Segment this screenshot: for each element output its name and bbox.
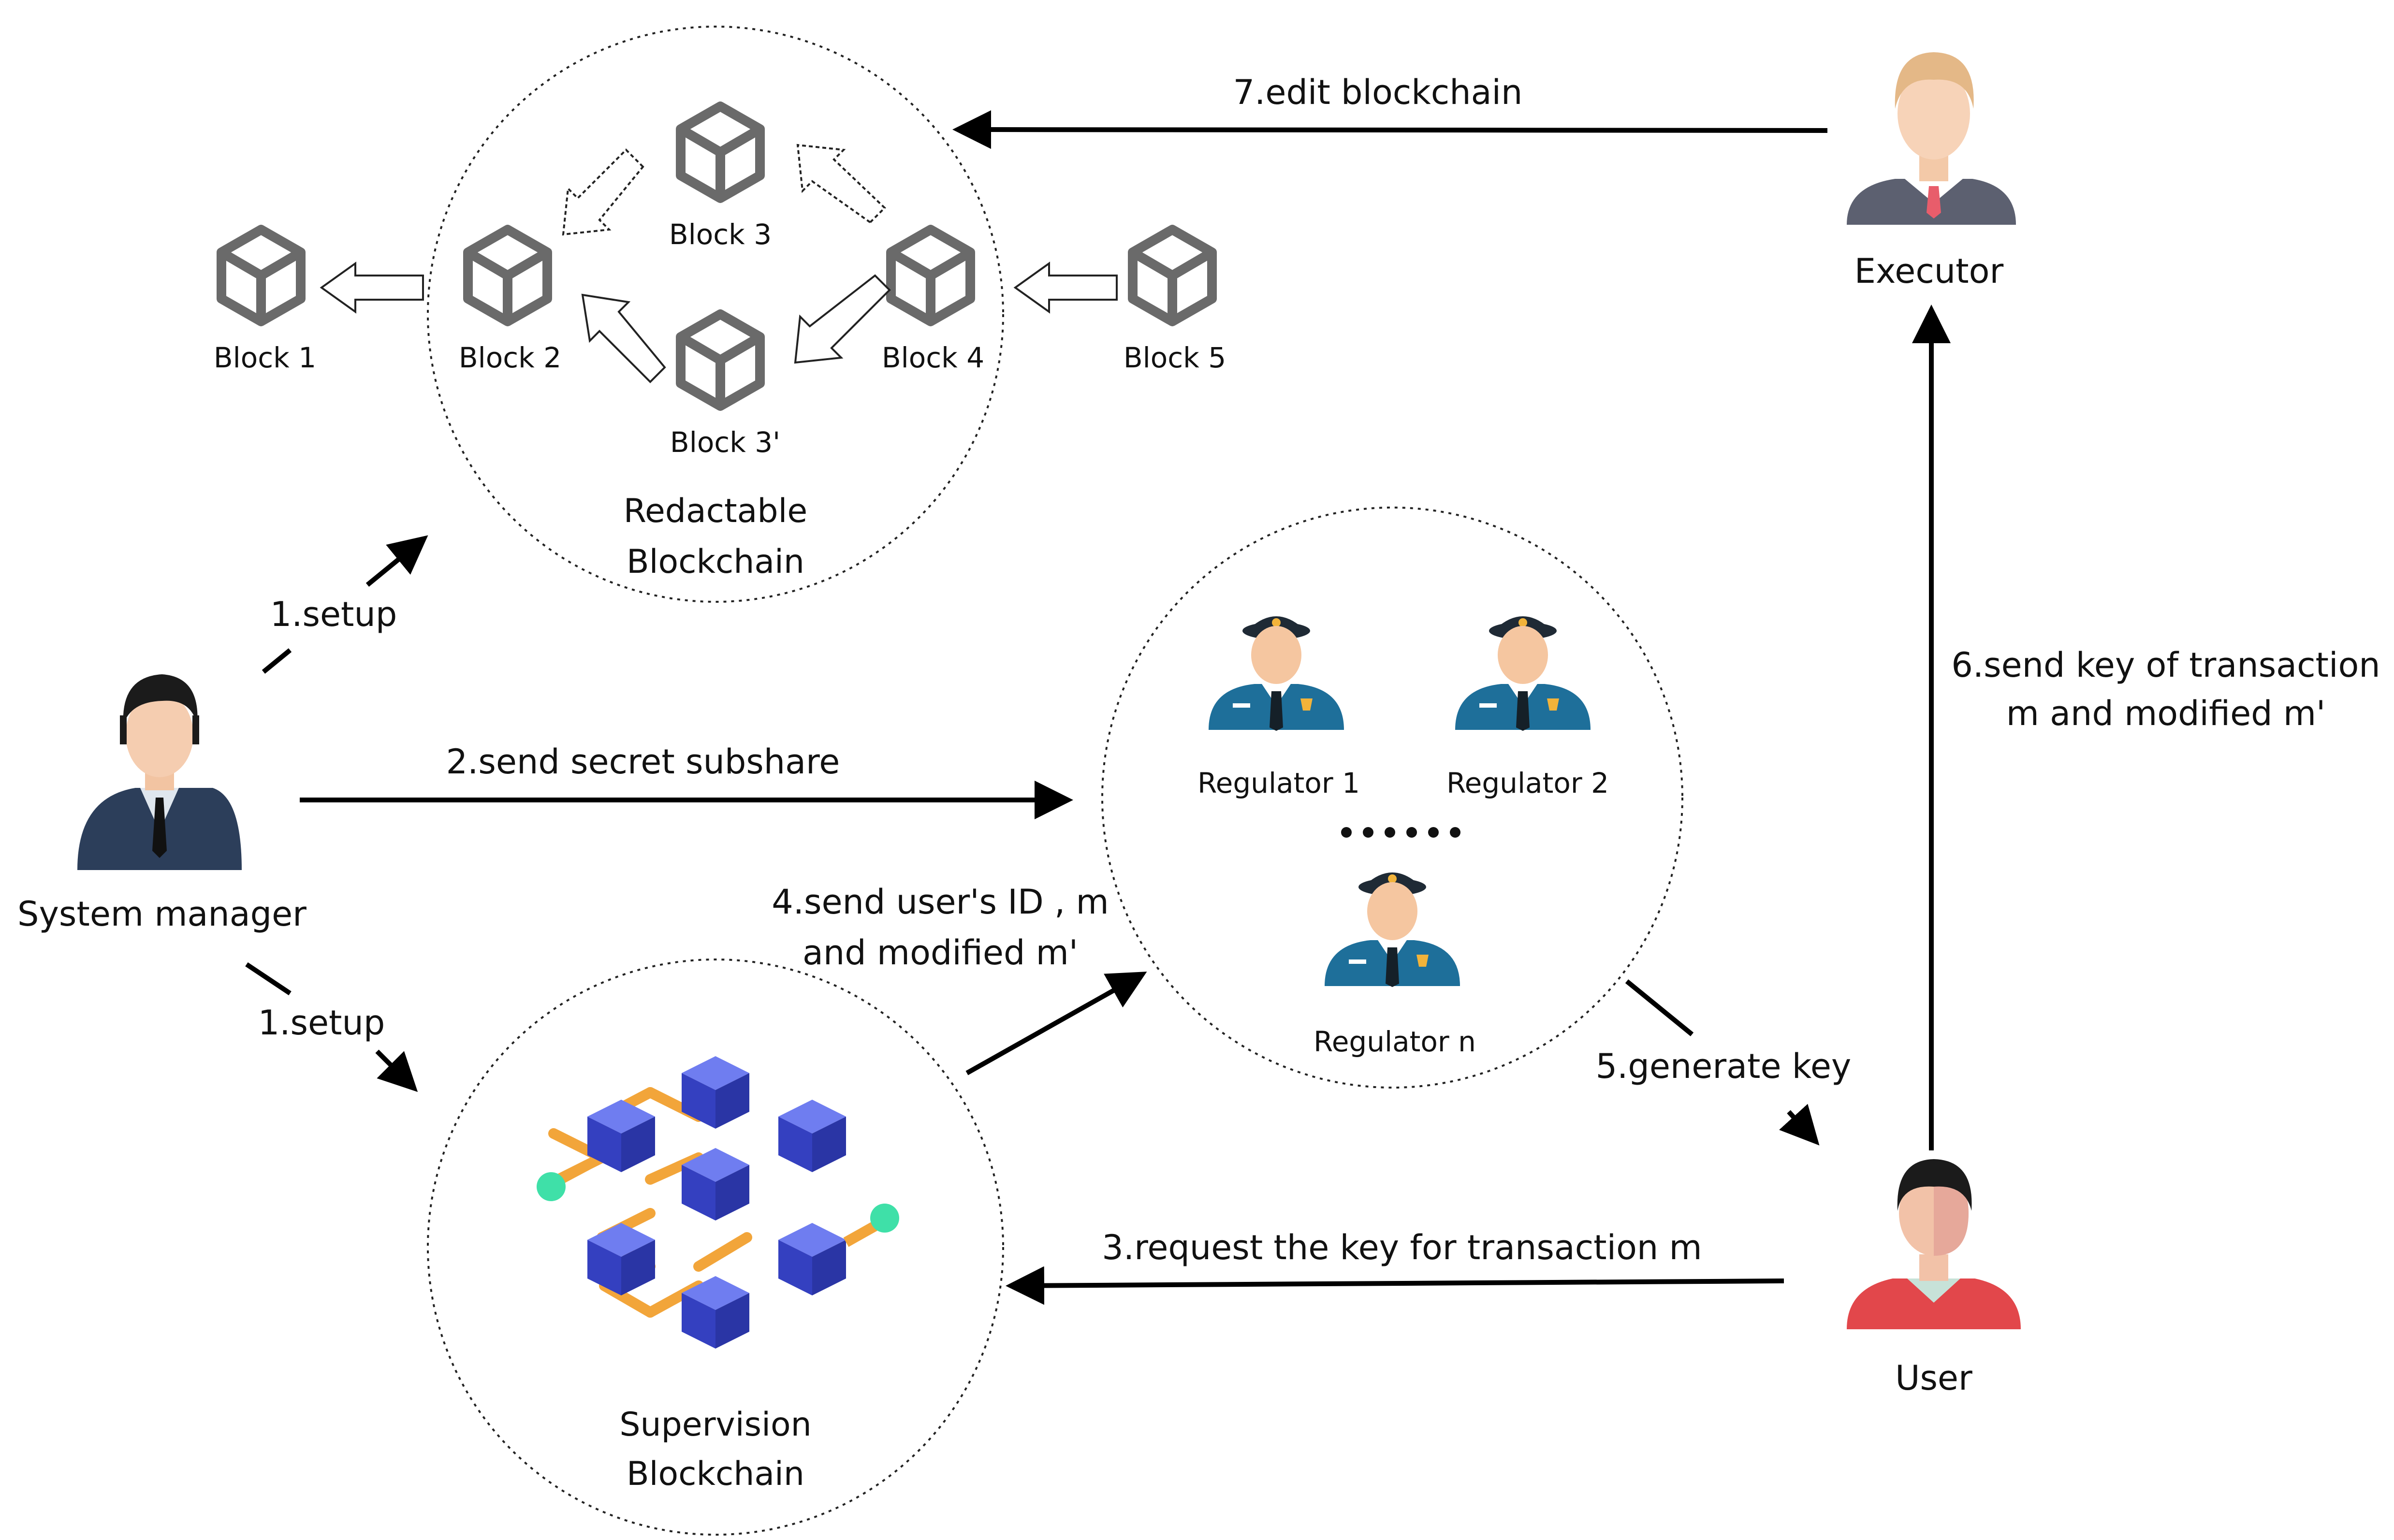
block-2-icon xyxy=(468,230,547,321)
regulators-circle xyxy=(1101,507,1683,1089)
block-1-icon xyxy=(221,230,301,321)
user-icon xyxy=(1847,1159,2021,1329)
arrow-generate-key-head xyxy=(1779,1104,1820,1146)
step-3-label: 3.request the key for transaction m xyxy=(1102,1228,1702,1267)
step-5-label: 5.generate key xyxy=(1596,1046,1852,1086)
hollow-arrow-block4-to-block3 xyxy=(796,144,886,224)
step-1-top-label: 1.setup xyxy=(270,595,397,634)
block-3-label: Block 3 xyxy=(669,218,772,251)
step-6-label-2: m and modified m' xyxy=(2006,694,2326,733)
user-label: User xyxy=(1895,1358,1972,1398)
regulator-n-label: Regulator n xyxy=(1314,1025,1476,1058)
user-actor: User xyxy=(1847,1159,2021,1398)
supervision-circle xyxy=(427,959,1004,1536)
block-5-label: Block 5 xyxy=(1124,341,1226,374)
redactable-circle xyxy=(427,26,1004,603)
executor-label: Executor xyxy=(1854,251,2004,291)
executor-actor: Executor xyxy=(1847,52,2016,291)
arrow-setup-bottom-tail xyxy=(245,962,292,996)
block-1-label: Block 1 xyxy=(214,341,316,374)
supervision-title-2: Blockchain xyxy=(627,1455,804,1493)
arrow-send-user-id xyxy=(965,972,1147,1075)
supervision-network-icon xyxy=(537,1056,899,1349)
supervision-blockchain-group: Supervision Blockchain xyxy=(427,959,1004,1536)
hollow-arrow-block3-to-block2 xyxy=(562,148,644,236)
arrow-setup-top-head xyxy=(365,535,428,587)
regulator-1-label: Regulator 1 xyxy=(1197,767,1360,799)
executor-icon xyxy=(1847,52,2016,225)
block-3-icon xyxy=(681,106,760,198)
block-3-prime-icon xyxy=(681,314,760,406)
arrow-setup-bottom-head xyxy=(375,1049,418,1092)
hollow-arrow-block5-to-block4 xyxy=(1013,262,1118,314)
regulators-ellipsis xyxy=(1341,827,1460,838)
step-arrows: 7.edit blockchain 6.send key of transact… xyxy=(245,73,2380,1305)
system-manager-icon xyxy=(77,674,242,870)
regulator-1-icon xyxy=(1209,616,1344,731)
block-5-icon xyxy=(1133,230,1212,321)
hollow-arrow-block4-to-block3prime xyxy=(794,274,891,364)
step-2-label: 2.send secret subshare xyxy=(446,742,840,782)
regulators-group: Regulator 1 Regulator 2 Regulator n xyxy=(1101,507,1683,1089)
hollow-arrow-block3prime-to-block2 xyxy=(581,293,666,383)
regulator-2-icon xyxy=(1455,616,1591,731)
regulator-n-icon xyxy=(1325,872,1460,987)
block-4-icon xyxy=(891,230,970,321)
step-7-label: 7.edit blockchain xyxy=(1233,73,1523,112)
block-4-label: Block 4 xyxy=(882,341,984,374)
arrow-request-key xyxy=(1006,1266,1784,1305)
supervision-title-1: Supervision xyxy=(619,1406,811,1444)
step-4-label-2: and modified m' xyxy=(803,933,1078,973)
arrow-edit-blockchain xyxy=(952,110,1828,149)
system-manager-label: System manager xyxy=(17,894,307,934)
arrow-setup-top-tail xyxy=(262,648,292,674)
redactable-title-1: Redactable xyxy=(624,492,807,530)
arrow-generate-key-tail xyxy=(1625,979,1694,1036)
regulator-2-label: Regulator 2 xyxy=(1446,767,1609,799)
hollow-arrow-block2-to-block1 xyxy=(320,262,424,314)
redactable-title-2: Blockchain xyxy=(627,543,804,581)
step-6-label-1: 6.send key of transaction xyxy=(1951,645,2380,685)
step-1-bottom-label: 1.setup xyxy=(258,1003,385,1043)
redactable-blockchain-group: Redactable Blockchain Block 1 Block 2 Bl… xyxy=(214,26,1226,603)
block-3-prime-label: Block 3' xyxy=(670,426,780,459)
block-2-label: Block 2 xyxy=(459,341,561,374)
step-4-label-1: 4.send user's ID , m xyxy=(772,882,1109,922)
system-manager-actor: System manager xyxy=(17,674,307,934)
